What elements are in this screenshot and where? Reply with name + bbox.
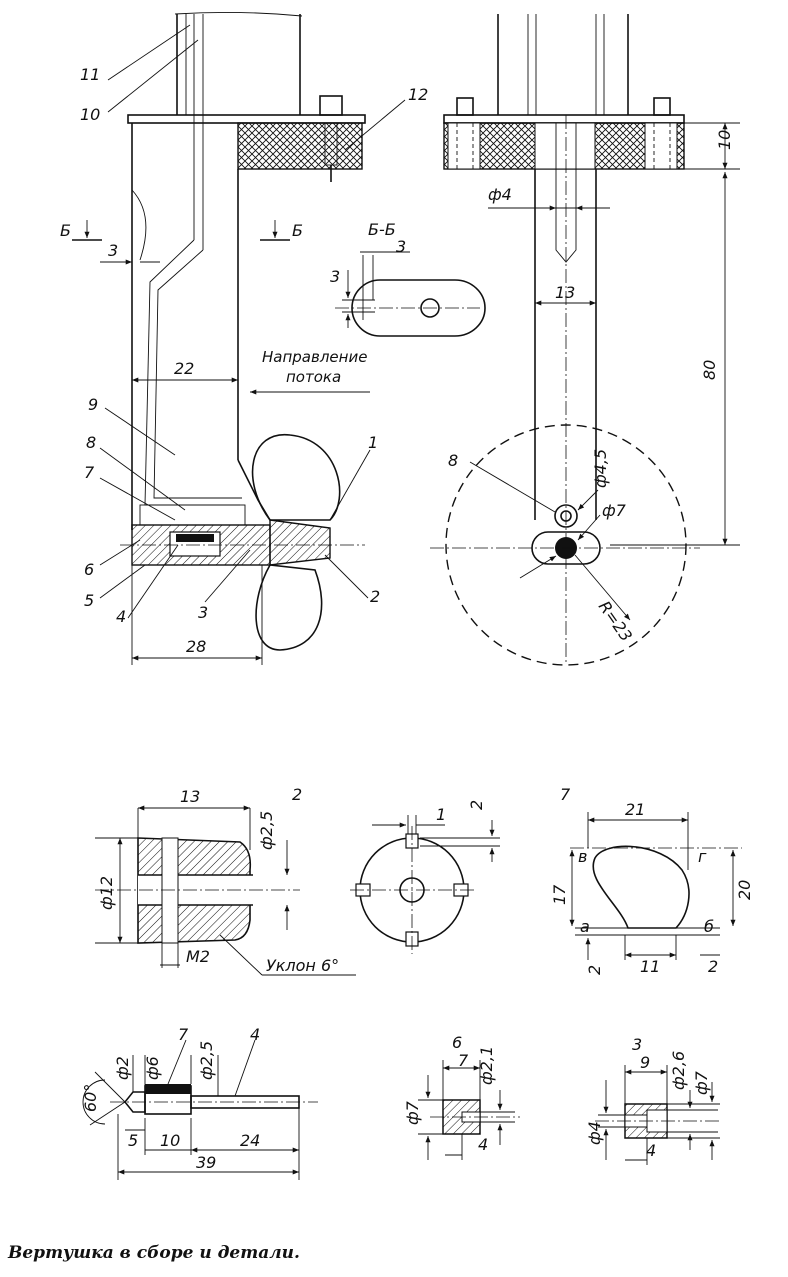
sec-dim-3b: 3 xyxy=(330,267,340,286)
d7-dim-2b: 2 xyxy=(708,957,718,976)
detail-3-label: 3 xyxy=(632,1035,642,1054)
d6-dim-4: 4 xyxy=(478,1135,488,1154)
label-8-front: 8 xyxy=(448,451,458,470)
d7-dim-2a: 2 xyxy=(585,965,604,975)
d2-dim-slope: Уклон 6° xyxy=(266,956,339,975)
d2-dim-m2: М2 xyxy=(186,947,210,966)
label-12: 12 xyxy=(408,85,428,104)
detail-2-label: 2 xyxy=(292,785,302,804)
label-10: 10 xyxy=(80,105,100,124)
d4-dim-5: 5 xyxy=(128,1131,138,1150)
d2-dim-d12: ф12 xyxy=(97,876,116,910)
d7-point-v: в xyxy=(578,847,587,866)
d4-dim-60: 60° xyxy=(81,1084,100,1112)
detail-4-axle xyxy=(82,1039,318,1180)
dim-d7: ф7 xyxy=(602,501,627,520)
d7-dim-11: 11 xyxy=(640,957,660,976)
detail-7-profile xyxy=(569,812,742,960)
dim-3: 3 xyxy=(108,241,118,260)
label-6: 6 xyxy=(84,560,94,579)
d3-dim-d7: ф7 xyxy=(692,1070,711,1095)
d4-dim-d2: ф2 xyxy=(113,1056,132,1080)
label-3: 3 xyxy=(198,603,208,622)
dim-d45: ф4,5 xyxy=(591,449,610,488)
label-5: 5 xyxy=(84,591,94,610)
d4-label-7: 7 xyxy=(178,1025,189,1044)
d2-dim-13: 13 xyxy=(180,787,200,806)
detail-2-section xyxy=(95,805,356,976)
d2e-dim-2: 2 xyxy=(467,800,486,810)
label-7: 7 xyxy=(84,463,95,482)
detail-7-label: 7 xyxy=(560,785,571,804)
d6-dim-7: 7 xyxy=(458,1051,469,1070)
d4-dim-d25: ф2,5 xyxy=(197,1041,216,1080)
assembly-front-view xyxy=(430,14,740,666)
assembly-side-view xyxy=(72,11,406,665)
label-8: 8 xyxy=(86,433,96,452)
d4-label-4: 4 xyxy=(250,1025,260,1044)
d4-dim-39: 39 xyxy=(196,1153,216,1172)
section-bb-view xyxy=(335,251,486,337)
d7-point-g: г xyxy=(698,847,707,866)
label-9: 9 xyxy=(88,395,98,414)
dim-10: 10 xyxy=(715,130,734,150)
dim-80: 80 xyxy=(700,360,719,380)
dim-13: 13 xyxy=(555,283,575,302)
d3-dim-d4: ф4 xyxy=(585,1121,604,1145)
detail-6-bushing xyxy=(418,1060,520,1160)
d4-dim-24: 24 xyxy=(240,1131,260,1150)
label-2: 2 xyxy=(370,587,380,606)
dim-22: 22 xyxy=(174,359,194,378)
d7-dim-21: 21 xyxy=(625,800,645,819)
detail-3-bushing xyxy=(595,1065,720,1165)
label-1: 1 xyxy=(368,433,378,452)
d3-dim-9: 9 xyxy=(640,1053,650,1072)
dim-28: 28 xyxy=(186,637,206,656)
detail-2-end-view xyxy=(350,815,500,954)
d7-dim-17: 17 xyxy=(550,884,569,905)
sec-dim-3a: 3 xyxy=(396,237,406,256)
d6-dim-d21: ф2,1 xyxy=(477,1046,496,1085)
detail-6-label: 6 xyxy=(452,1033,462,1052)
d7-dim-20: 20 xyxy=(735,880,754,900)
d2e-dim-1: 1 xyxy=(436,805,446,824)
d7-point-b: б xyxy=(704,917,714,936)
d6-dim-d7: ф7 xyxy=(403,1100,422,1125)
section-mark-right: Б xyxy=(292,221,303,240)
label-4: 4 xyxy=(116,607,126,626)
figure-caption: Вертушка в сборе и детали. xyxy=(8,1243,300,1263)
flow-text-2: потока xyxy=(286,368,341,386)
flow-text-1: Направление xyxy=(262,348,367,366)
d3-dim-4: 4 xyxy=(646,1141,656,1160)
section-mark-left: Б xyxy=(60,221,71,240)
d7-point-a: а xyxy=(580,917,590,936)
section-title: Б-Б xyxy=(368,220,396,239)
dim-r23: R=23 xyxy=(595,597,636,645)
d4-dim-d6: ф6 xyxy=(143,1056,162,1080)
d2-dim-d25: ф2,5 xyxy=(257,811,276,850)
d4-dim-10: 10 xyxy=(160,1131,180,1150)
label-11: 11 xyxy=(80,65,100,84)
d3-dim-d26: ф2,6 xyxy=(669,1051,688,1090)
dim-d4: ф4 xyxy=(488,185,512,204)
